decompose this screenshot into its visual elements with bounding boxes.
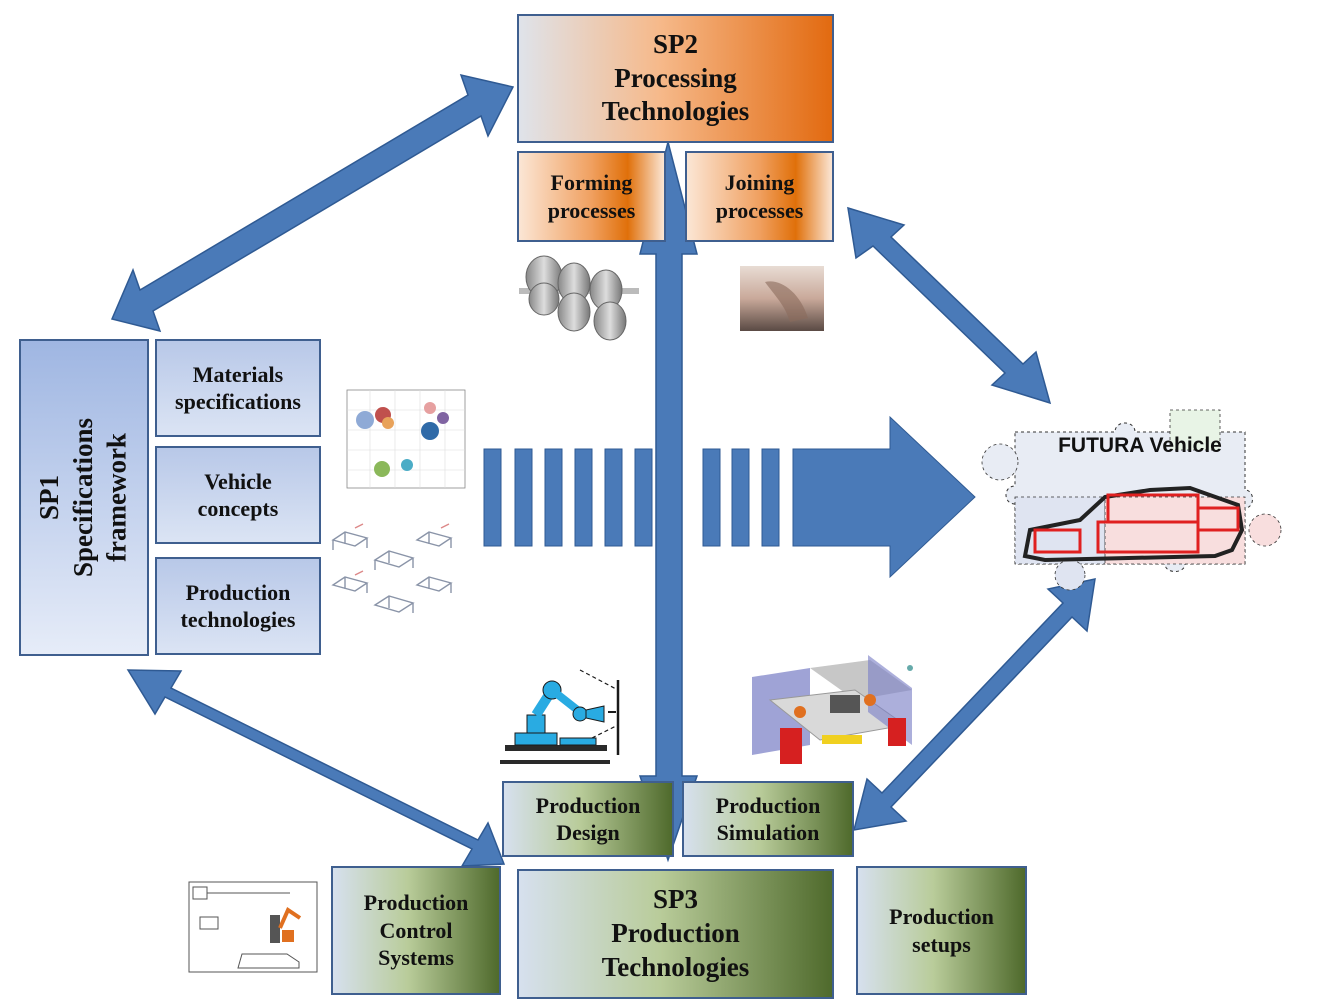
sp2-line-2: Processing: [614, 62, 737, 93]
prodtech-line-2: technologies: [180, 607, 296, 632]
production-control-systems-box: Production Control Systems: [331, 866, 501, 995]
sp1-label: SP1 Specifications framework: [33, 418, 134, 577]
control-line-2: Control: [379, 917, 453, 943]
sp1-line-2: Specifications: [68, 418, 99, 577]
arrow-sp1-sp3: [126, 669, 506, 867]
setups-line-1: Production: [889, 904, 994, 929]
weld-joint-image: [740, 266, 824, 331]
vehicle-concepts-box: Vehicle concepts: [155, 446, 321, 544]
vehicle-line-2: concepts: [197, 496, 279, 521]
forming-rollers-image: [519, 255, 639, 341]
materials-specifications-box: Materials specifications: [155, 339, 321, 437]
prodtech-line-1: Production: [185, 579, 291, 605]
materials-bubble-chart-image: [346, 389, 466, 489]
production-setups-box: Production setups: [856, 866, 1027, 995]
control-line-3: Systems: [378, 945, 454, 971]
simulation-line-2: Simulation: [716, 820, 820, 845]
control-system-image: [188, 881, 318, 973]
forming-line-2: processes: [547, 197, 636, 223]
joining-line-1: Joining: [724, 170, 795, 195]
sp3-line-1: SP3: [652, 884, 698, 915]
sp2-line-3: Technologies: [601, 96, 750, 127]
vehicle-frames-image: [331, 523, 453, 613]
production-simulation-box: Production Simulation: [682, 781, 854, 857]
simulation-line-1: Production: [715, 792, 821, 818]
sp2-box: SP2 Processing Technologies: [517, 14, 834, 143]
production-technologies-box: Production technologies: [155, 557, 321, 655]
arrow-sp2-sp3: [638, 141, 699, 863]
futura-vehicle-label: FUTURA Vehicle: [1058, 434, 1222, 457]
robot-arm-image: [500, 669, 620, 764]
joining-processes-box: Joining processes: [685, 151, 834, 242]
setups-line-2: setups: [912, 931, 971, 957]
materials-line-2: specifications: [175, 389, 301, 414]
sp1-line-3: framework: [101, 433, 132, 562]
production-cell-image: [752, 655, 913, 764]
sp1-box: SP1 Specifications framework: [19, 339, 149, 656]
production-design-box: Production Design: [502, 781, 674, 857]
vehicle-line-1: Vehicle: [204, 468, 272, 494]
futura-vehicle-image: [981, 409, 1282, 591]
arrow-sp1-sp2: [110, 73, 515, 333]
forming-line-1: Forming: [550, 170, 633, 195]
sp2-line-1: SP2: [652, 28, 698, 59]
design-line-1: Production: [535, 792, 641, 818]
sp3-box: SP3 Production Technologies: [517, 869, 834, 999]
forming-processes-box: Forming processes: [517, 151, 666, 242]
control-line-1: Production: [363, 890, 469, 916]
design-line-2: Design: [556, 820, 620, 845]
arrow-futura-sp3: [852, 578, 1096, 831]
arrow-sp2-futura: [847, 206, 1052, 405]
materials-line-1: Materials: [192, 361, 284, 387]
sp3-line-2: Production: [611, 918, 740, 949]
sp3-line-3: Technologies: [601, 951, 750, 982]
main-flow-arrow: [483, 415, 976, 579]
sp1-line-1: SP1: [34, 475, 65, 521]
joining-line-2: processes: [715, 197, 804, 223]
